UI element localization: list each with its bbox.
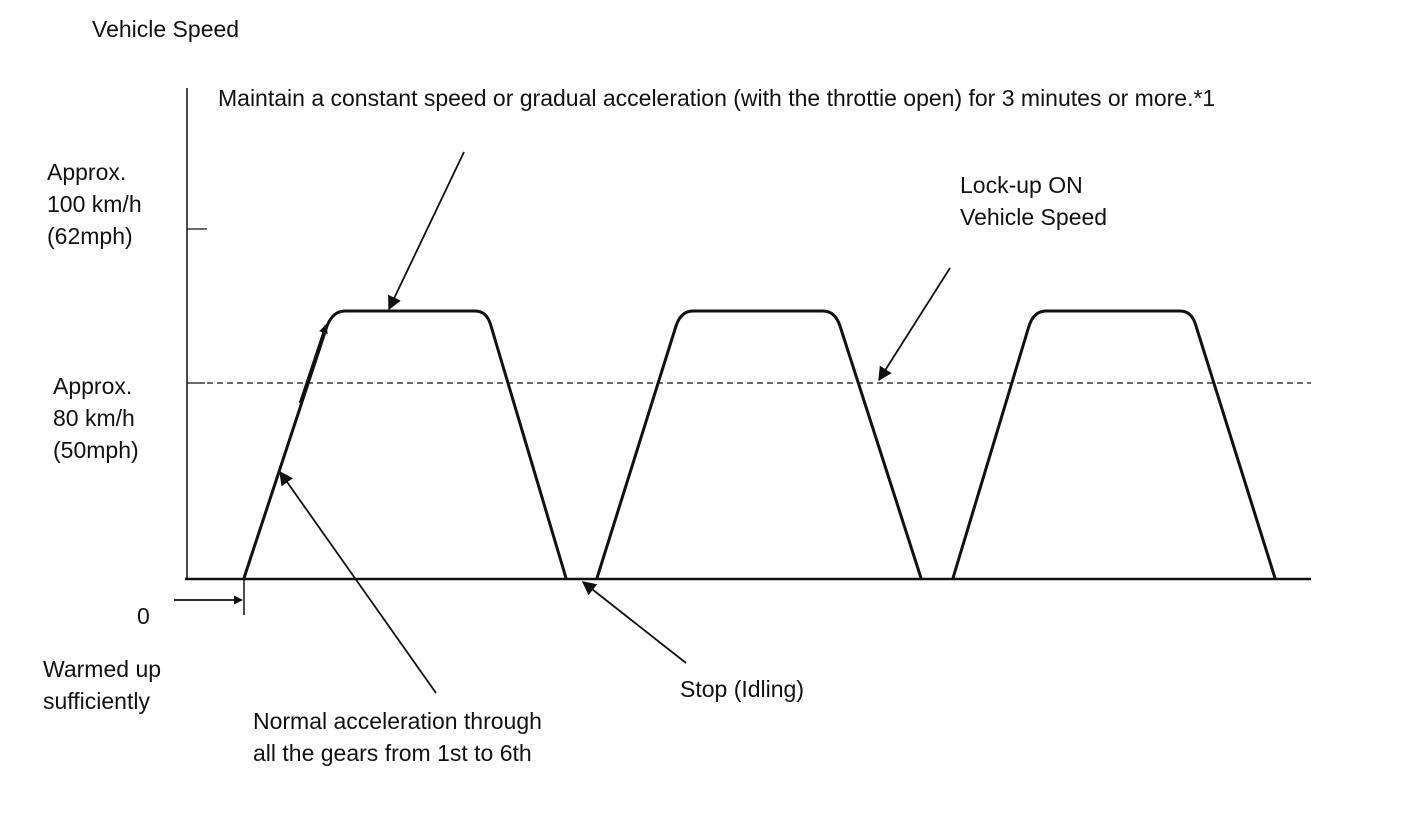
lockup-callout-arrow <box>878 267 951 382</box>
speed-cycle-3 <box>951 309 1277 579</box>
y-axis-title: Vehicle Speed <box>92 16 240 42</box>
warmed-up-note: Warmed up sufficiently <box>43 656 162 714</box>
speed-cycle-1 <box>242 309 568 579</box>
stop-idling-note: Stop (Idling) <box>680 676 805 702</box>
acceleration-direction-arrow <box>298 324 328 404</box>
normal-acceleration-callout-arrow <box>279 470 437 694</box>
normal-acceleration-note: Normal acceleration through all the gear… <box>253 708 542 766</box>
zero-label: 0 <box>137 603 150 629</box>
tick-label-100kmh: Approx. 100 km/h (62mph) <box>47 159 142 249</box>
stop-callout-arrow <box>581 581 687 664</box>
constant-speed-note: Maintain a constant speed or gradual acc… <box>218 85 1216 111</box>
speed-cycle-2 <box>595 309 923 579</box>
constant-speed-callout-arrow <box>388 151 465 311</box>
tick-label-80kmh: Approx. 80 km/h (50mph) <box>53 373 139 463</box>
lockup-note: Lock-up ON Vehicle Speed <box>960 172 1108 230</box>
